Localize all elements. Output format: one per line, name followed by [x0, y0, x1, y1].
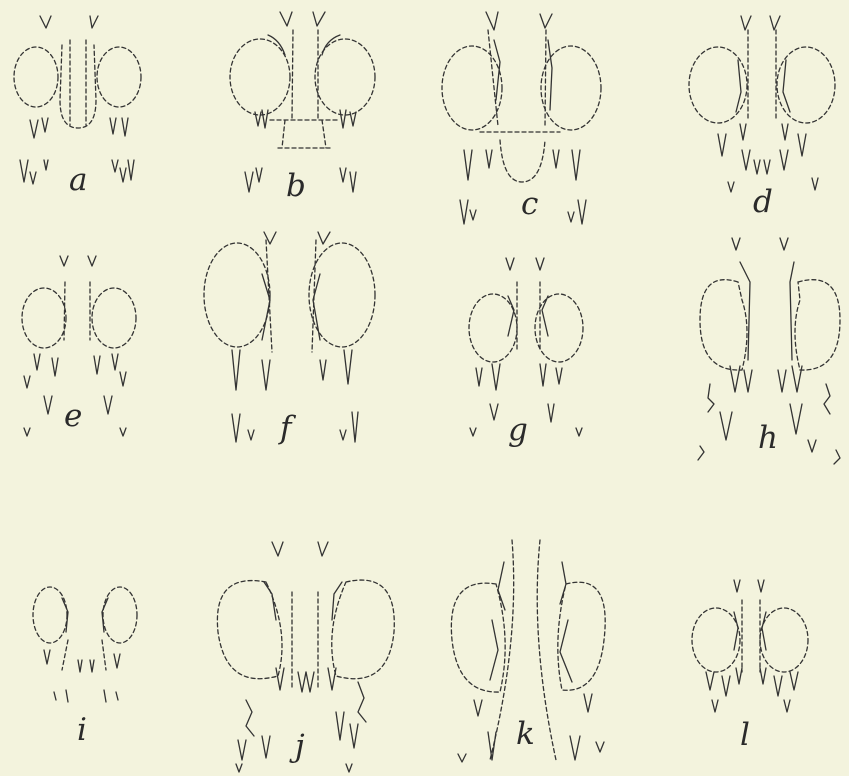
panel-g-label: g [508, 412, 528, 448]
panel-i-label: i [77, 712, 87, 748]
panel-k-label: k [516, 716, 535, 752]
panel-e-label: e [64, 398, 82, 434]
panel-b-label: b [286, 168, 306, 204]
panel-i-drawing [33, 587, 137, 702]
panel-c-label: c [521, 186, 538, 222]
panel-f: f [204, 232, 375, 446]
panel-j: j [217, 542, 394, 772]
panel-g-drawing [469, 258, 583, 436]
panel-b-drawing [230, 12, 375, 192]
panel-l-label: l [740, 717, 750, 753]
panel-j-drawing [217, 542, 394, 772]
panel-d-label: d [753, 184, 773, 220]
panel-d: d [689, 16, 835, 220]
panel-h: h [698, 238, 840, 464]
panel-a: a [14, 16, 141, 198]
panel-h-label: h [758, 420, 778, 456]
panel-l-drawing [692, 580, 808, 712]
panel-i: i [33, 587, 137, 748]
panel-b: b [230, 12, 375, 204]
panel-l: l [692, 580, 808, 753]
panel-g: g [469, 258, 583, 448]
panel-c: c [442, 12, 601, 224]
panel-a-label: a [69, 162, 87, 198]
panel-d-drawing [689, 16, 835, 192]
panel-a-drawing [14, 16, 141, 184]
panel-k: k [451, 540, 605, 762]
panel-f-label: f [278, 410, 297, 446]
panel-e: e [22, 256, 136, 436]
panel-j-label: j [289, 728, 305, 764]
